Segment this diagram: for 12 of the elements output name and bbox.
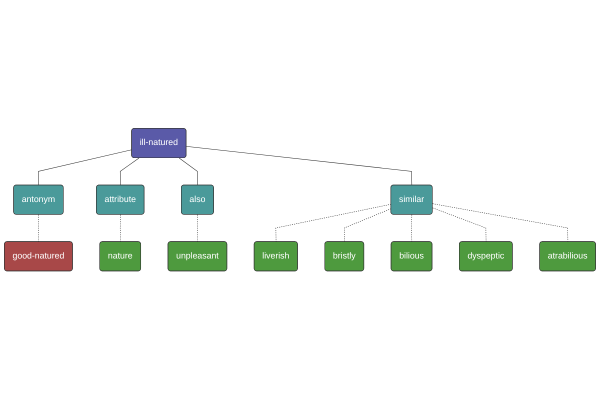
connector: [38, 150, 132, 186]
connector: [120, 158, 140, 186]
connector: [186, 146, 412, 186]
connector: [276, 204, 392, 242]
connector: [178, 158, 198, 186]
connector: [432, 204, 568, 242]
connector: [38, 214, 39, 242]
connector: [197, 214, 198, 242]
connector: [411, 214, 412, 242]
connector: [120, 214, 121, 242]
connector: [344, 208, 392, 242]
connector: [432, 208, 486, 242]
